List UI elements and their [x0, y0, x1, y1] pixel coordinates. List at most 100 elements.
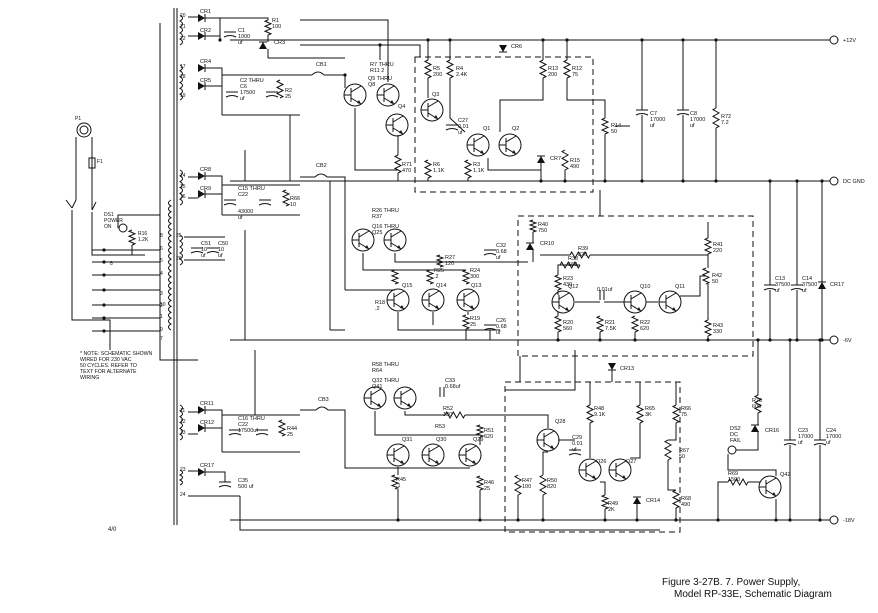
transformer-pin-12: 12	[180, 419, 186, 425]
terminal-gnd	[829, 176, 839, 186]
corner-code: 4/0	[108, 527, 117, 533]
diode-cr9	[198, 190, 206, 198]
junction-dot	[102, 260, 106, 264]
junction-dot	[768, 338, 772, 342]
junction-dot	[716, 518, 720, 522]
cr17b-label: CR17	[200, 463, 214, 469]
transistor-q29	[458, 443, 482, 467]
r52-res	[444, 410, 466, 420]
transistor-q10	[623, 290, 647, 314]
r13-res	[538, 59, 548, 79]
zener-cr10	[526, 242, 534, 250]
ds1-lead	[117, 214, 160, 228]
junction-dot	[565, 38, 569, 42]
transformer-pin-10: 10	[160, 302, 166, 308]
cap-c50	[206, 247, 220, 254]
r71-res	[393, 154, 403, 174]
fuse-f1-label: F1	[97, 159, 103, 165]
regulator-box-2	[517, 215, 754, 357]
junction-dot	[795, 179, 799, 183]
diode-cr4	[198, 64, 206, 72]
transformer-pin-6: 6	[160, 246, 163, 252]
transformer-pin-24: 24	[180, 492, 186, 498]
transformer-pin-13: 13	[180, 430, 186, 436]
cr4-label: CR4	[200, 59, 211, 65]
transformer-pin-18: 18	[180, 74, 186, 80]
breaker-cb3	[315, 406, 329, 411]
cap-c8	[676, 109, 690, 116]
cr11-label: CR11	[200, 401, 214, 407]
w	[362, 253, 466, 271]
junction-dot	[714, 179, 718, 183]
transistor-q11	[658, 290, 682, 314]
plug-shell	[76, 122, 92, 138]
junction-dot	[640, 179, 644, 183]
cr10-label: CR10	[540, 241, 554, 247]
junction-dot	[640, 38, 644, 42]
transformer-pin-7: 7	[160, 336, 163, 342]
transistor-q15	[386, 288, 410, 312]
r53-label: R53	[435, 424, 445, 430]
junction-dot	[603, 179, 607, 183]
r5-res	[423, 59, 433, 79]
r25-label: R25.2	[434, 268, 444, 280]
breaker-cb2	[314, 173, 328, 178]
r1-res	[263, 19, 273, 36]
transistor-q41	[393, 386, 417, 410]
zener-cr3	[259, 41, 267, 49]
figure-caption-line-2: Model RP-33E, Schematic Diagram	[674, 589, 832, 600]
tap-number: 8	[110, 261, 113, 267]
zener-cr14	[633, 496, 641, 504]
w	[717, 481, 728, 520]
junction-dot	[774, 518, 778, 522]
r45-label: R45.1	[396, 477, 406, 489]
cap-c16b	[255, 429, 269, 436]
diode-cr2	[198, 32, 206, 40]
r24-res	[461, 269, 471, 285]
q15-label: Q15	[402, 283, 412, 289]
cap-c2	[225, 91, 239, 98]
ds1-lamp	[118, 223, 128, 233]
cap-c7	[635, 109, 649, 116]
cr17-label: CR17	[830, 282, 844, 288]
transistor-q2	[498, 133, 522, 157]
transistor-q4	[385, 113, 409, 137]
q31-label: Q31	[402, 437, 412, 443]
w	[736, 432, 759, 451]
cb2-label: CB2	[316, 163, 327, 169]
r4-res	[445, 59, 455, 79]
cr16-label: CR16	[765, 428, 779, 434]
w	[394, 253, 528, 263]
r12-res	[562, 59, 572, 79]
zener-cr7	[537, 155, 545, 163]
switch-s1b	[91, 201, 97, 211]
w	[487, 158, 541, 171]
junction-dot	[426, 38, 430, 42]
r18-res	[390, 269, 400, 285]
q29-label: Q29	[473, 437, 483, 443]
junction-dot	[478, 518, 482, 522]
cap-c23	[783, 439, 797, 446]
w	[542, 451, 548, 475]
r14-res	[600, 117, 610, 135]
r65-res	[635, 404, 645, 424]
rail-label-m6: -6V	[843, 338, 852, 344]
q12-label: Q12	[568, 284, 578, 290]
cap-c24	[813, 439, 827, 446]
transformer-pin-5: 5	[160, 258, 163, 264]
